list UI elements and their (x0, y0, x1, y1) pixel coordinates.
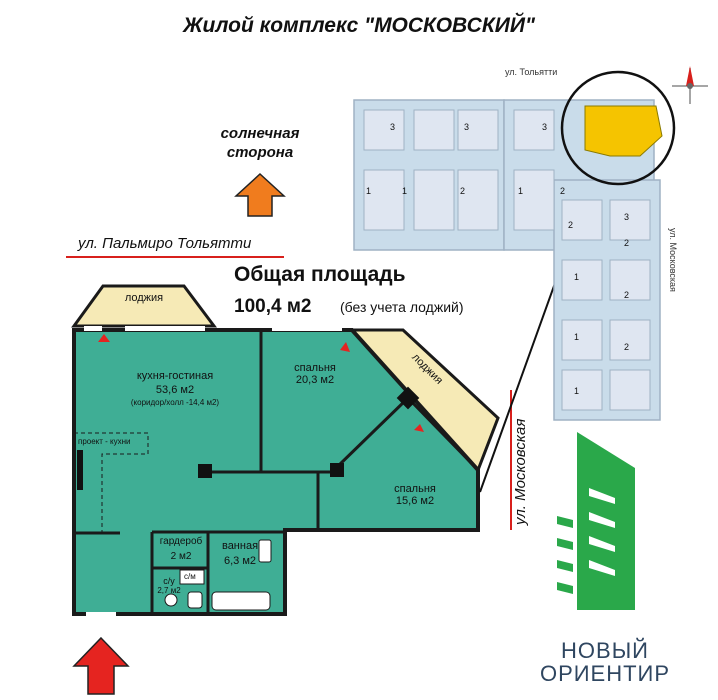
map-number: 1 (366, 186, 372, 196)
highlight-circle (560, 70, 676, 186)
map-number: 2 (460, 186, 466, 196)
entry-arrow-icon (72, 636, 130, 695)
map-number: 2 (568, 220, 574, 230)
wardrobe-area: 2 м2 (170, 551, 192, 562)
street-left-label: ул. Пальмиро Тольятти (78, 235, 252, 252)
bedroom-2-label: спальня 15,6 м2 (380, 483, 450, 507)
total-area-note: (без учета лоджий) (340, 299, 464, 315)
wc-area: 2,7 м2 (157, 586, 181, 595)
bathroom-area: 6,3 м2 (223, 555, 257, 567)
bathroom-label: ванная 6,3 м2 (210, 540, 270, 567)
map-numbers: 3 3 3 1 1 2 1 2 2 3 2 1 2 1 2 1 (340, 60, 715, 430)
wardrobe-label: гардероб 2 м2 (154, 536, 208, 562)
map-street-top-label: ул. Тольятти (505, 67, 558, 77)
compass-icon (672, 66, 708, 104)
sun-arrow-icon (234, 172, 286, 217)
site-map (353, 66, 708, 421)
map-number: 1 (574, 386, 580, 396)
kitchen-project-label: проект - кухни (78, 437, 131, 446)
bedroom-1-name: спальня (294, 362, 336, 374)
sun-side-label: солнечная сторона (205, 124, 315, 162)
map-number: 2 (624, 238, 630, 248)
map-number: 1 (402, 186, 408, 196)
highlighted-apartment (584, 105, 663, 157)
loggia-top-label: лоджия (124, 292, 164, 304)
kitchen-note: (коридор/холл -14,4 м2) (130, 398, 220, 407)
washer-label: с/м (184, 572, 196, 581)
kitchen-label: кухня-гостиная 53,6 м2 (коридор/холл -14… (100, 370, 250, 407)
map-number: 2 (624, 290, 630, 300)
kitchen-name: кухня-гостиная (136, 370, 214, 382)
map-number: 2 (560, 186, 566, 196)
map-number: 1 (518, 186, 524, 196)
bedroom-2-area: 15,6 м2 (395, 495, 435, 507)
total-area-heading: Общая площадь (234, 263, 406, 286)
street-right-label: ул. Московская (512, 418, 529, 525)
bedroom-1-area: 20,3 м2 (295, 374, 335, 386)
street-left-line (66, 256, 284, 258)
brand-name-line2: ОРИЕНТИР (539, 661, 671, 686)
brand-name-line1: НОВЫЙ (561, 638, 649, 663)
map-number: 1 (574, 332, 580, 342)
map-number: 3 (390, 122, 396, 132)
bathroom-name: ванная (221, 540, 259, 552)
bedroom-1-label: спальня 20,3 м2 (280, 362, 350, 386)
map-number: 3 (464, 122, 470, 132)
total-area-value: 100,4 м2 (234, 296, 312, 317)
map-number: 2 (624, 342, 630, 352)
bedroom-2-name: спальня (394, 483, 436, 495)
map-number: 3 (542, 122, 548, 132)
wc-label: с/у 2,7 м2 (154, 576, 184, 595)
kitchen-area: 53,6 м2 (155, 384, 195, 396)
map-number: 3 (624, 212, 630, 222)
map-number: 1 (574, 272, 580, 282)
page-title: Жилой комплекс "МОСКОВСКИЙ" (183, 14, 535, 37)
wardrobe-name: гардероб (159, 536, 203, 547)
brand-logo-icon (557, 432, 635, 610)
wc-name: с/у (163, 576, 175, 586)
sun-side-line2: сторона (226, 144, 294, 161)
sun-side-line1: солнечная (220, 125, 300, 142)
